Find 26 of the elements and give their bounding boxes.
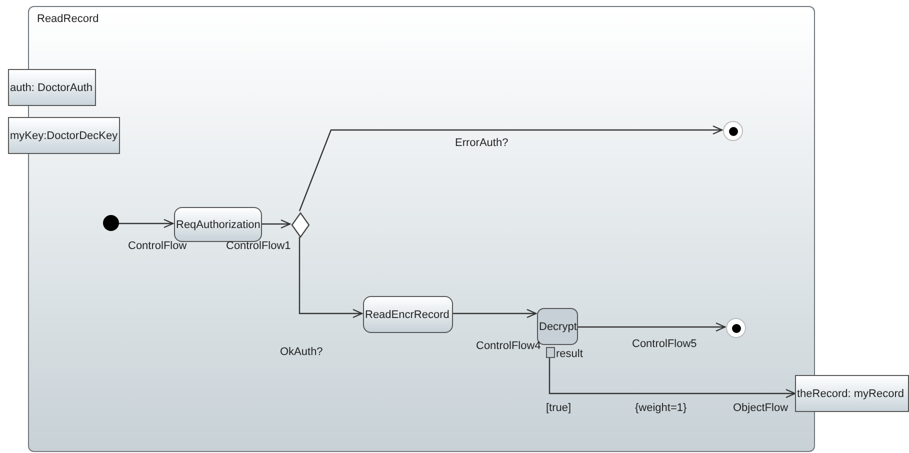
action-box: ReqAuthorization (174, 207, 262, 242)
edge-label: OkAuth? (280, 346, 323, 358)
activity-title: ReadRecord (37, 13, 99, 25)
edge-label: ControlFlow (128, 240, 187, 252)
edge-label: ObjectFlow (733, 402, 788, 414)
object-node: theRecord: myRecord (795, 375, 909, 412)
final-node (723, 121, 743, 141)
flow-arrow (577, 322, 726, 332)
flow-arrow (261, 219, 291, 229)
flow-arrow (118, 218, 174, 228)
edge-label: ControlFlow1 (226, 240, 291, 252)
flow-arrow (452, 308, 537, 318)
final-node (726, 318, 746, 338)
initial-node (103, 215, 119, 231)
object-node: auth: DoctorAuth (8, 69, 96, 106)
flow-arrow (548, 357, 796, 398)
flow-arrow (298, 125, 723, 212)
decision-diamond (291, 212, 310, 238)
action-box: ReadEncrRecord (363, 296, 453, 333)
flow-arrow (298, 237, 363, 318)
guard-label: [true] (546, 402, 572, 414)
guard-label: {weight=1} (635, 402, 687, 414)
edge-label: ErrorAuth? (455, 137, 508, 149)
edge-label: ControlFlow5 (632, 338, 697, 350)
object-node: myKey:DoctorDecKey (8, 117, 120, 154)
pin-label: result (556, 348, 583, 360)
